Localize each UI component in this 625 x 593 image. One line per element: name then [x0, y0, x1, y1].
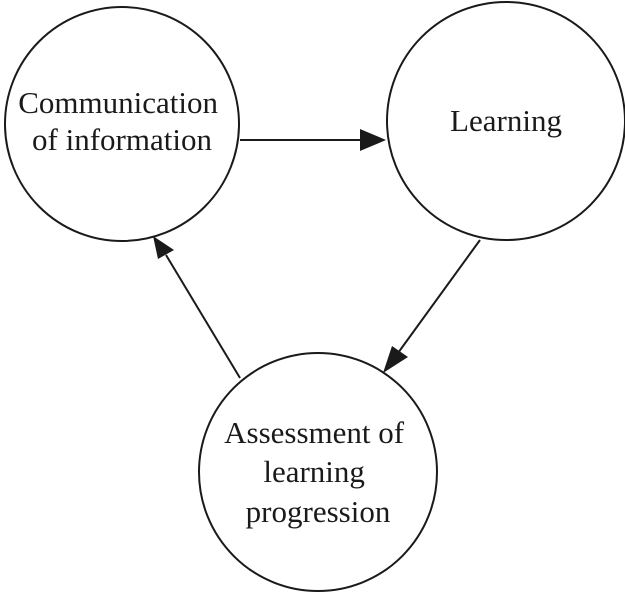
node-label-line: of information	[32, 122, 212, 157]
node-label: Learning	[450, 103, 562, 138]
node-communication: Communication of information	[4, 6, 240, 242]
node-circle	[386, 1, 625, 241]
arrowhead-icon	[153, 236, 174, 259]
edge-learning-to-assessment	[383, 239, 481, 373]
edge-communication-to-learning	[240, 129, 386, 151]
node-circle	[198, 352, 438, 592]
arrowhead-icon	[383, 346, 408, 373]
node-label: Communication of information	[18, 85, 226, 157]
node-label-line: learning	[263, 454, 365, 489]
edge-line	[165, 254, 241, 379]
node-learning: Learning	[386, 1, 625, 241]
node-assessment: Assessment of learning progression	[198, 352, 438, 592]
node-label-line: Communication	[18, 85, 218, 120]
edge-line	[397, 239, 481, 354]
node-circle	[4, 6, 240, 242]
node-label-line: progression	[246, 494, 391, 529]
node-label: Assessment of learning progression	[224, 415, 412, 529]
node-label-line: Learning	[450, 103, 562, 138]
arrowhead-icon	[360, 129, 386, 151]
node-label-line: Assessment of	[224, 415, 405, 450]
edge-assessment-to-communication	[153, 236, 241, 379]
